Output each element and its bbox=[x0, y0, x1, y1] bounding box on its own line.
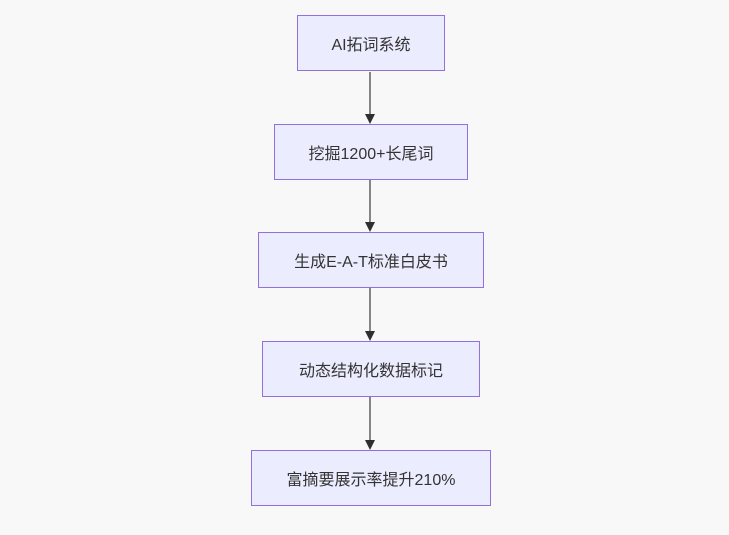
node-label: 富摘要展示率提升210% bbox=[286, 472, 456, 489]
node-rich-snippet-rate-increase: 富摘要展示率提升210% bbox=[251, 450, 491, 506]
edge-node1-node2 bbox=[365, 72, 375, 124]
arrow-down-icon bbox=[365, 331, 375, 341]
edge-line bbox=[369, 72, 371, 114]
edge-line bbox=[369, 180, 371, 222]
edge-line bbox=[369, 288, 371, 331]
node-longtail-keyword-mining: 挖掘1200+长尾词 bbox=[274, 124, 468, 180]
edge-node4-node5 bbox=[365, 397, 375, 450]
node-dynamic-structured-data-markup: 动态结构化数据标记 bbox=[262, 341, 480, 397]
node-label: AI拓词系统 bbox=[331, 37, 411, 54]
node-eat-standard-whitepaper: 生成E-A-T标准白皮书 bbox=[258, 232, 484, 288]
node-label: 动态结构化数据标记 bbox=[298, 363, 443, 380]
edge-node3-node4 bbox=[365, 288, 375, 341]
node-ai-keyword-expansion-system: AI拓词系统 bbox=[297, 15, 445, 71]
edge-line bbox=[369, 397, 371, 440]
arrow-down-icon bbox=[365, 114, 375, 124]
edge-node2-node3 bbox=[365, 180, 375, 232]
arrow-down-icon bbox=[365, 222, 375, 232]
arrow-down-icon bbox=[365, 440, 375, 450]
node-label: 挖掘1200+长尾词 bbox=[308, 146, 434, 163]
node-label: 生成E-A-T标准白皮书 bbox=[294, 254, 448, 271]
